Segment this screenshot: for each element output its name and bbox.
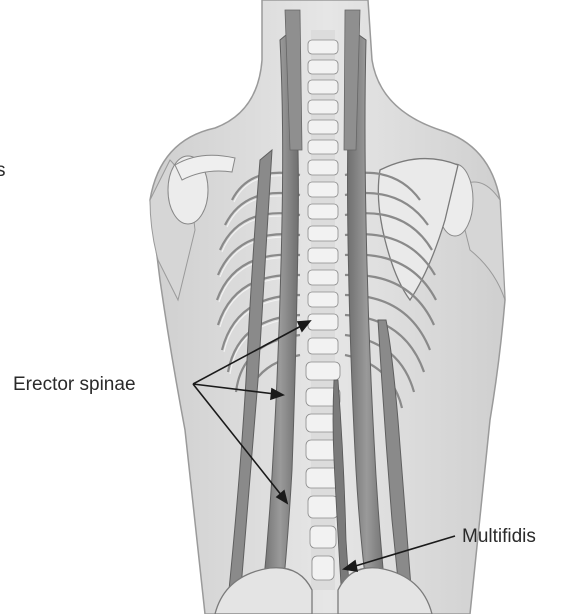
label-erector-spinae: Erector spinae <box>13 375 136 394</box>
label-fragment: s <box>0 161 6 180</box>
label-multifidis: Multifidis <box>462 527 536 546</box>
